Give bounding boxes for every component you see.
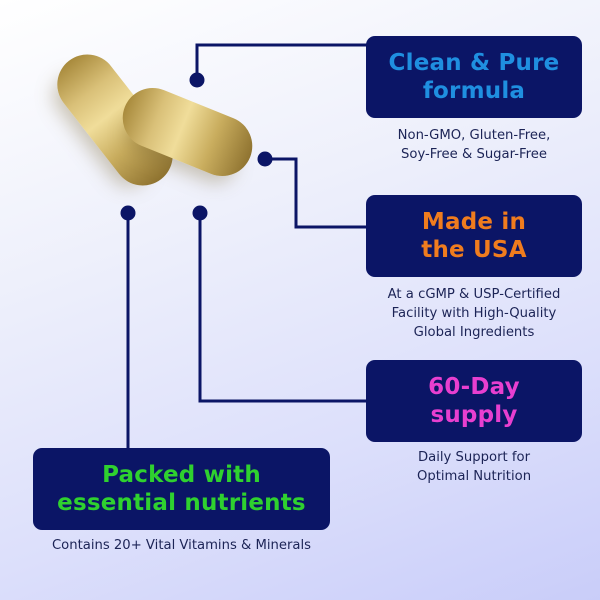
- feature-clean-pure-box: Clean & Pure formula: [366, 36, 582, 118]
- feature-title: formula: [422, 78, 526, 104]
- caption-line: Daily Support for: [417, 450, 531, 465]
- feature-nutrients-box: Packed with essential nutrients: [33, 448, 330, 530]
- feature-made-usa-caption: At a cGMP & USP-Certified Facility with …: [356, 285, 592, 342]
- feature-title: essential nutrients: [57, 490, 306, 516]
- feature-title: supply: [430, 402, 518, 428]
- caption-line: Global Ingredients: [413, 325, 535, 340]
- caption-line: At a cGMP & USP-Certified: [387, 287, 561, 302]
- feature-title: Made in: [421, 209, 527, 235]
- caption-line: Soy-Free & Sugar-Free: [401, 147, 547, 162]
- caption-line: Contains 20+ Vital Vitamins & Minerals: [51, 538, 312, 553]
- feature-clean-pure-caption: Non-GMO, Gluten-Free, Soy-Free & Sugar-F…: [366, 126, 582, 164]
- feature-title: the USA: [421, 237, 527, 263]
- feature-title: Packed with: [102, 462, 261, 488]
- feature-60-day-caption: Daily Support for Optimal Nutrition: [366, 448, 582, 486]
- caption-line: Non-GMO, Gluten-Free,: [397, 128, 551, 143]
- caption-line: Facility with High-Quality: [391, 306, 557, 321]
- feature-60-day-box: 60-Day supply: [366, 360, 582, 442]
- feature-title: Clean & Pure: [388, 50, 560, 76]
- caption-line: Optimal Nutrition: [416, 469, 532, 484]
- feature-nutrients-caption: Contains 20+ Vital Vitamins & Minerals: [20, 536, 343, 555]
- feature-title: 60-Day: [428, 374, 520, 400]
- feature-made-usa-box: Made in the USA: [366, 195, 582, 277]
